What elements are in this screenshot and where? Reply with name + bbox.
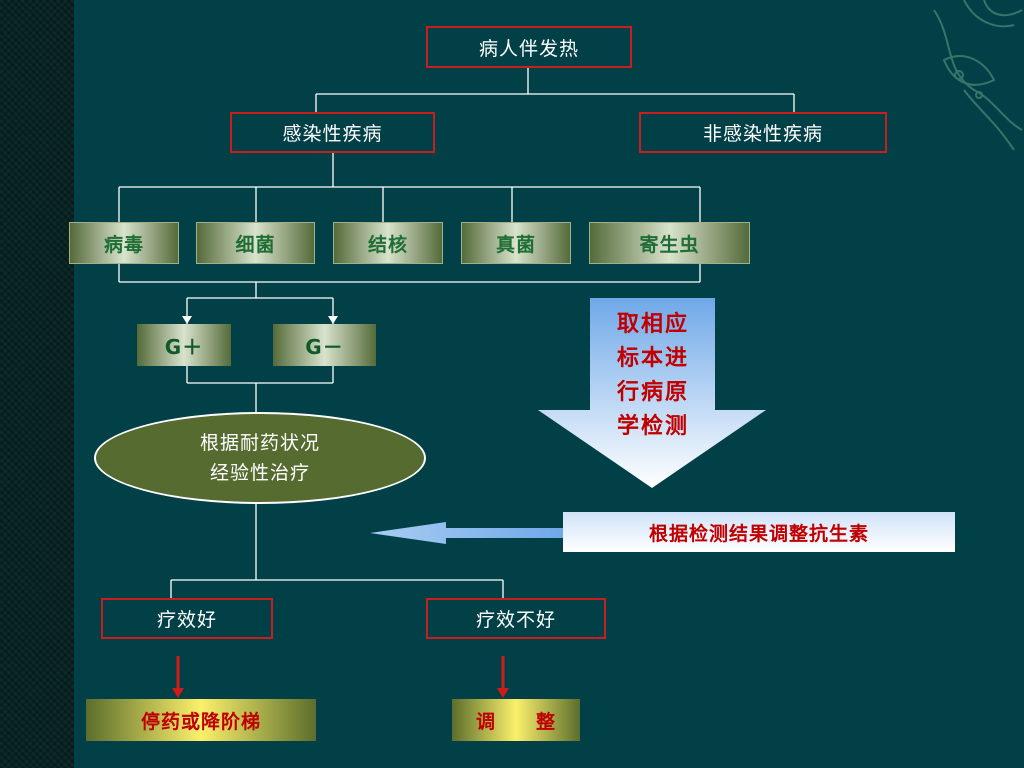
empiric-line-2: 经验性治疗: [209, 462, 310, 484]
pathogen-label: 真菌: [495, 233, 536, 256]
outcome-bad-label: 疗效不好: [475, 609, 556, 631]
title-text: 病人伴发热: [478, 37, 579, 60]
gram-negative-node: G－: [273, 324, 376, 366]
action-stop-label: 停药或降阶梯: [140, 710, 261, 733]
pathogen-virus-node: 病毒: [69, 222, 179, 264]
gram-positive-label: G＋: [164, 334, 204, 359]
outcome-good-node: 疗效好: [101, 598, 273, 639]
action-adjust-label: 调 整: [475, 710, 556, 733]
pathogen-label: 寄生虫: [639, 233, 700, 256]
outcome-bad-node: 疗效不好: [426, 598, 606, 639]
detect-line-1: 取相应: [616, 312, 689, 337]
red-down-arrow-right: [497, 656, 509, 698]
left-decorative-stripe: [0, 0, 74, 768]
pathogen-label: 细菌: [235, 233, 276, 256]
butterfly-decoration-icon: [933, 0, 1023, 151]
title-node: 病人伴发热: [426, 26, 632, 68]
action-stop-node: 停药或降阶梯: [86, 699, 316, 741]
pathogen-label: 病毒: [103, 233, 144, 256]
adjust-antibiotics-node: 根据检测结果调整抗生素: [563, 512, 955, 552]
detect-line-3: 行病原: [616, 380, 689, 405]
outcome-good-label: 疗效好: [156, 609, 217, 631]
gram-positive-node: G＋: [137, 324, 231, 366]
adjust-antibiotics-label: 根据检测结果调整抗生素: [648, 522, 869, 545]
gram-negative-label: G－: [305, 334, 344, 359]
empiric-line-1: 根据耐药状况: [199, 432, 320, 454]
pathogen-tuberculosis-node: 结核: [333, 222, 443, 264]
non-infectious-disease-node: 非感染性疾病: [639, 112, 887, 153]
pathogen-label: 结核: [367, 233, 408, 256]
red-down-arrow-left: [172, 656, 184, 698]
detect-line-2: 标本进: [616, 346, 689, 371]
detect-line-4: 学检测: [616, 414, 689, 439]
non-infectious-disease-label: 非感染性疾病: [702, 123, 823, 145]
pathogen-parasite-node: 寄生虫: [589, 222, 750, 264]
detect-down-arrow: [538, 298, 766, 488]
adjust-left-arrow: [370, 522, 563, 544]
infectious-disease-node: 感染性疾病: [230, 112, 435, 153]
empiric-treatment-node: 根据耐药状况 经验性治疗: [94, 412, 426, 504]
detect-arrow-text: 取相应 标本进 行病原 学检测: [598, 308, 708, 444]
pathogen-bacteria-node: 细菌: [196, 222, 315, 264]
infectious-disease-label: 感染性疾病: [282, 123, 383, 145]
pathogen-fungus-node: 真菌: [461, 222, 571, 264]
action-adjust-node: 调 整: [452, 699, 580, 741]
